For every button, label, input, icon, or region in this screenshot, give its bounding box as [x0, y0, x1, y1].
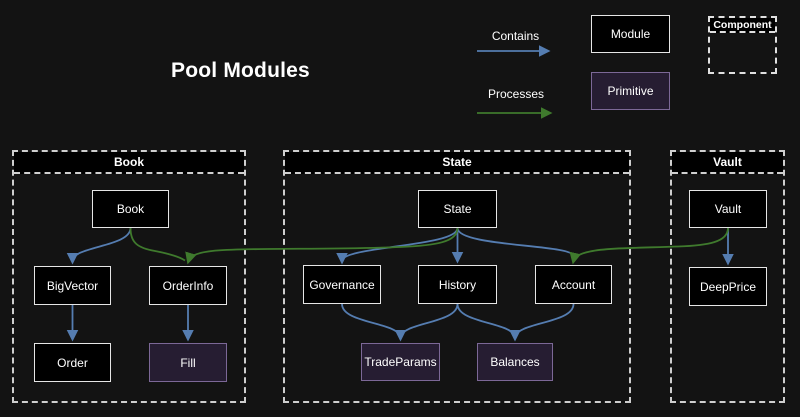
node-deepprice: DeepPrice — [689, 267, 767, 306]
node-account: Account — [535, 265, 612, 304]
legend-module-box: Module — [591, 15, 670, 53]
legend-contains-label: Contains — [491, 29, 540, 43]
node-vault: Vault — [689, 190, 767, 228]
node-fill: Fill — [149, 343, 227, 382]
node-tradeparams: TradeParams — [361, 343, 440, 381]
node-bigvector: BigVector — [34, 266, 111, 305]
legend-primitive-box: Primitive — [591, 72, 670, 110]
node-book: Book — [92, 190, 169, 228]
node-state: State — [418, 190, 497, 228]
container-book: Book — [12, 150, 246, 403]
node-orderinfo: OrderInfo — [149, 266, 227, 305]
container-vault: Vault — [670, 150, 785, 403]
container-book-header: Book — [14, 152, 244, 174]
legend-component-box: Component — [708, 16, 777, 74]
node-order: Order — [34, 343, 111, 382]
container-state-header: State — [285, 152, 629, 174]
page-title: Pool Modules — [171, 59, 310, 82]
legend-processes-label: Processes — [487, 87, 545, 101]
legend-component-label: Component — [710, 18, 775, 33]
container-state: State — [283, 150, 631, 403]
container-vault-header: Vault — [672, 152, 783, 174]
node-balances: Balances — [477, 343, 553, 381]
node-history: History — [418, 265, 497, 304]
node-governance: Governance — [303, 265, 381, 304]
